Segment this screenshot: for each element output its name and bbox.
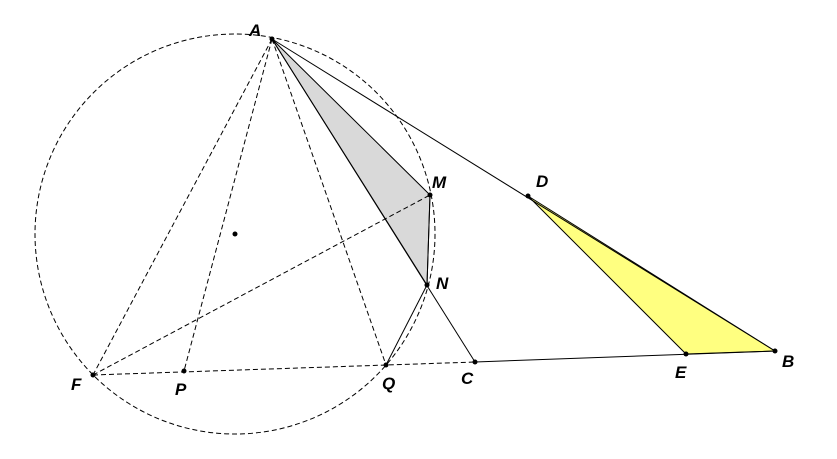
label-N: N [436, 274, 449, 293]
segment-AC [271, 38, 476, 363]
point-B [772, 348, 778, 354]
label-M: M [432, 173, 447, 192]
point-M [427, 192, 433, 198]
circumcircle [34, 33, 436, 435]
label-Q: Q [382, 374, 395, 393]
point-C [472, 359, 478, 365]
segment-NQ [385, 284, 428, 366]
point-D [525, 193, 531, 199]
segment-FC [92, 361, 476, 376]
point-P [181, 368, 187, 374]
point-F [90, 372, 96, 378]
points [90, 36, 778, 378]
triangle-DEB-highlighted [527, 195, 776, 355]
segment-AQ [271, 38, 387, 366]
dashed-segments [92, 38, 476, 376]
label-F: F [71, 375, 82, 394]
solid-segments [271, 38, 776, 366]
circle-center [232, 231, 238, 237]
label-B: B [782, 352, 794, 371]
segment-CB [474, 350, 776, 363]
label-P: P [175, 380, 187, 399]
point-N [424, 282, 430, 288]
label-C: C [461, 369, 474, 388]
label-A: A [248, 21, 261, 40]
segment-AB [271, 38, 776, 352]
label-E: E [675, 363, 687, 382]
segment-FM [92, 194, 431, 376]
point-Q [383, 362, 389, 368]
segment-MN [426, 194, 431, 286]
segment-AF [92, 38, 273, 376]
point-E [683, 351, 689, 357]
label-D: D [536, 172, 548, 191]
point-A [269, 36, 275, 42]
point-labels: A M D N B F P Q C E [71, 21, 794, 399]
segment-AP [183, 38, 273, 372]
